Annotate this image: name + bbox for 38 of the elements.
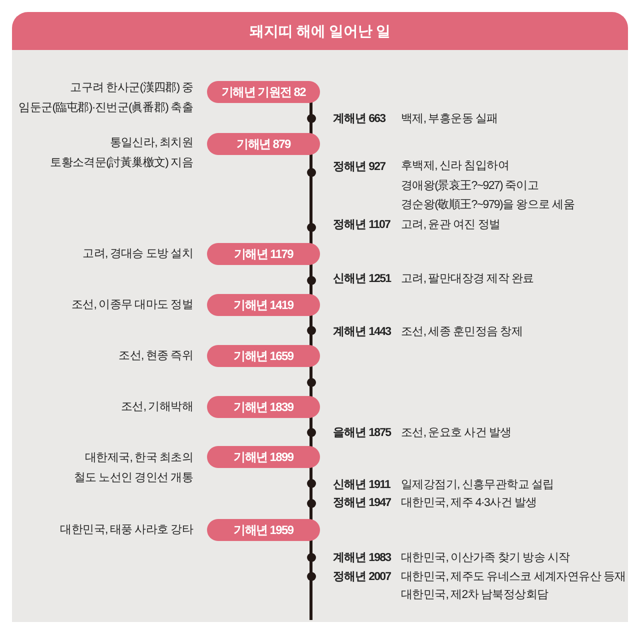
event-text: 백제, 부흥운동 실패 [401,112,499,127]
event-text: 고려, 윤관 여진 정벌 [401,218,502,233]
year-text: 계해년 1443 [333,325,392,340]
year-text: 을해년 1875 [333,426,392,441]
year-pill: 기해년 1179 [207,243,320,265]
year-pill: 기해년 1959 [207,519,320,541]
event-text: 대한민국, 태풍 사라호 강타 [59,523,193,538]
event-text: 대한민국, 이산가족 찾기 방송 시작 [401,551,571,566]
year-pill: 기해년 879 [207,133,320,155]
event-text: 대한민국, 제주도 유네스코 세계자연유산 등재 [401,570,627,585]
event-text: 고려, 경대승 도방 설치 [82,247,193,262]
year-text: 계해년 663 [333,112,386,127]
year-text: 신해년 1251 [333,272,392,287]
event-text: 고구려 한사군(漢四郡) 중 임둔군(臨屯郡)·진번군(眞番郡) 축출 [18,80,193,116]
event-text: 조선, 운요호 사건 발생 [401,426,512,441]
event-text: 통일신라, 최치원 토황소격문(討黃巢檄文) 지음 [49,136,193,171]
event-text: 고려, 팔만대장경 제작 완료 [401,272,535,287]
event-text: 조선, 현종 즉위 [118,349,193,364]
year-pill: 기해년 1839 [207,396,320,418]
year-pill: 기해년 1419 [207,294,320,316]
year-text: 계해년 1983 [333,551,392,566]
event-text: 후백제, 신라 침입하여 경애왕(景哀王?~927) 죽이고 경순왕(敬順王?~979)을 왕으로 세움 [401,159,576,214]
year-text: 정해년 1107 [333,218,391,233]
event-text: 조선, 이종무 대마도 정벌 [70,298,193,313]
event-text: 일제강점기, 신흥무관학교 설립 [401,478,555,493]
year-text: 정해년 927 [333,160,386,175]
year-pill: 기해년 기원전 82 [207,81,320,103]
event-text: 조선, 세종 훈민정음 창제 [401,325,524,340]
title: 돼지띠 해에 일어난 일 [249,22,391,40]
year-text: 정해년 2007 [333,570,392,585]
event-text: 대한민국, 제주 4·3사건 발생 [401,496,538,511]
event-text: 조선, 기해박해 [120,400,193,415]
year-pill: 기해년 1899 [207,446,320,468]
event-text: 대한제국, 한국 최초의 철도 노선인 경인선 개통 [72,451,193,486]
year-text: 신해년 1911 [333,478,391,493]
year-pill: 기해년 1659 [207,345,320,367]
year-text: 정해년 1947 [333,496,392,511]
event-text: 대한민국, 제2차 남북정상회담 [401,588,550,603]
